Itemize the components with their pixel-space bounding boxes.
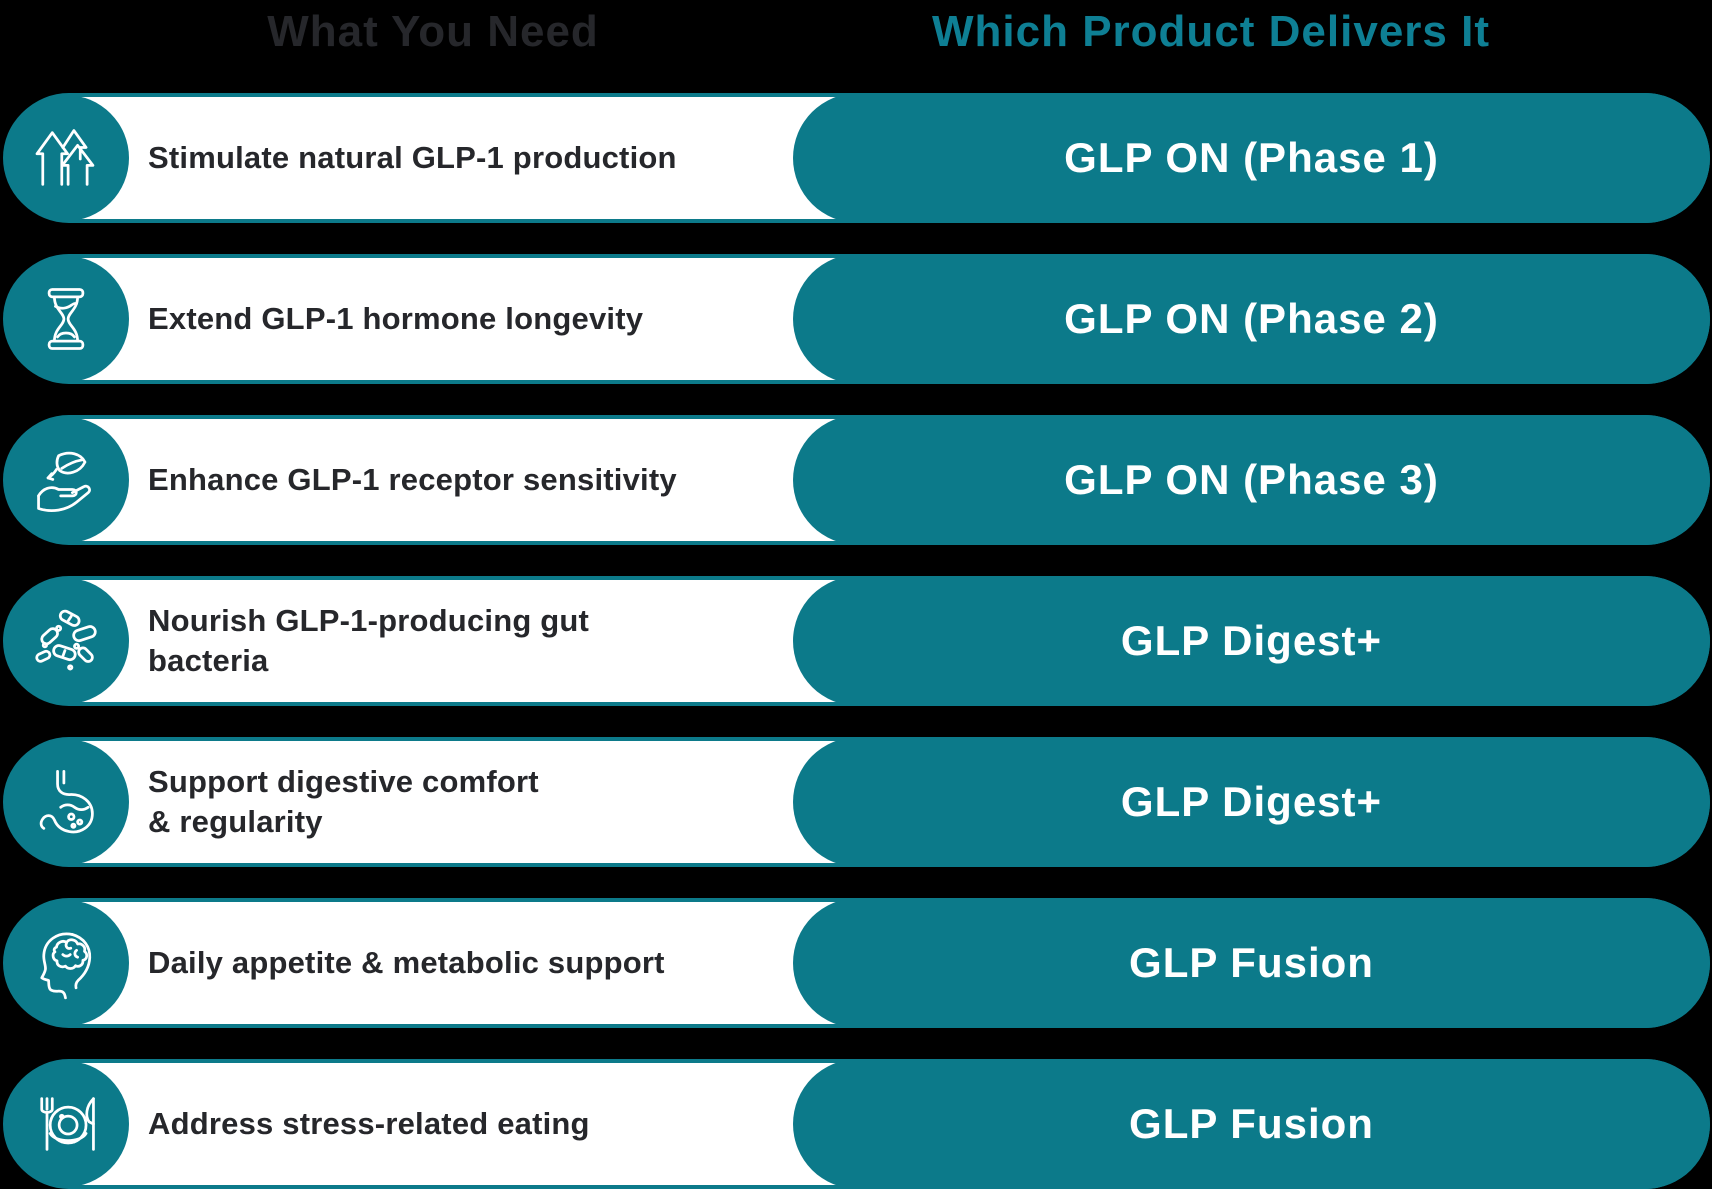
icon-circle <box>3 900 129 1026</box>
comparison-row: Nourish GLP-1-producing gut bacteria GLP… <box>3 576 1710 706</box>
product-label: GLP Digest+ <box>1120 617 1383 664</box>
column-header-product: Which Product Delivers It <box>932 7 1490 56</box>
icon-circle <box>3 95 129 221</box>
icon-circle <box>3 739 129 865</box>
need-pill: Daily appetite & metabolic support <box>64 902 894 1024</box>
product-label: GLP ON (Phase 1) <box>1064 134 1439 181</box>
brain-head-icon <box>40 932 92 1000</box>
product-label: GLP ON (Phase 3) <box>1064 456 1439 503</box>
need-label: Nourish GLP-1-producing gut bacteria <box>148 602 590 678</box>
product-pill: GLP Digest+ <box>793 576 1710 706</box>
product-label: GLP ON (Phase 2) <box>1064 295 1439 342</box>
product-pill: GLP ON (Phase 1) <box>793 93 1710 223</box>
comparison-row: Extend GLP-1 hormone longevity GLP ON (P… <box>3 254 1710 384</box>
need-label: Stimulate natural GLP-1 production <box>148 139 677 175</box>
column-header-need: What You Need <box>267 7 599 56</box>
need-label: Enhance GLP-1 receptor sensitivity <box>148 461 677 497</box>
product-label: GLP Fusion <box>1129 939 1374 986</box>
product-pill: GLP ON (Phase 3) <box>793 415 1710 545</box>
need-label: Extend GLP-1 hormone longevity <box>148 300 644 336</box>
need-label: Daily appetite & metabolic support <box>148 944 665 980</box>
need-pill: Nourish GLP-1-producing gut bacteria <box>64 580 894 702</box>
icon-circle <box>3 256 129 382</box>
product-pill: GLP Fusion <box>793 898 1710 1028</box>
need-pill: Support digestive comfort & regularity <box>64 741 894 863</box>
product-pill: GLP ON (Phase 2) <box>793 254 1710 384</box>
comparison-row: Support digestive comfort & regularity G… <box>3 737 1710 867</box>
need-pill: Address stress-related eating <box>64 1063 894 1185</box>
comparison-row: Daily appetite & metabolic support GLP F… <box>3 898 1710 1028</box>
icon-circle <box>3 417 129 543</box>
gut-bacteria-icon <box>35 609 97 671</box>
comparison-row: Address stress-related eating GLP Fusion <box>3 1059 1710 1189</box>
icon-circle <box>3 1061 129 1187</box>
plate-cutlery-icon <box>40 1097 95 1151</box>
arrows-up-icon <box>35 129 95 186</box>
product-label: GLP Fusion <box>1129 1100 1374 1147</box>
hourglass-icon <box>47 288 85 350</box>
comparison-row: Enhance GLP-1 receptor sensitivity GLP O… <box>3 415 1710 545</box>
icon-circle <box>3 578 129 704</box>
product-pill: GLP Digest+ <box>793 737 1710 867</box>
product-label: GLP Digest+ <box>1120 778 1383 825</box>
need-pill: Stimulate natural GLP-1 production <box>64 97 894 219</box>
comparison-row: Stimulate natural GLP-1 production GLP O… <box>3 93 1710 223</box>
leaf-hand-icon <box>37 451 91 512</box>
need-label: Support digestive comfort & regularity <box>148 763 539 839</box>
need-label: Address stress-related eating <box>148 1105 590 1141</box>
stomach-icon <box>39 770 94 834</box>
need-pill: Extend GLP-1 hormone longevity <box>64 258 894 380</box>
product-pill: GLP Fusion <box>793 1059 1710 1189</box>
need-pill: Enhance GLP-1 receptor sensitivity <box>64 419 894 541</box>
